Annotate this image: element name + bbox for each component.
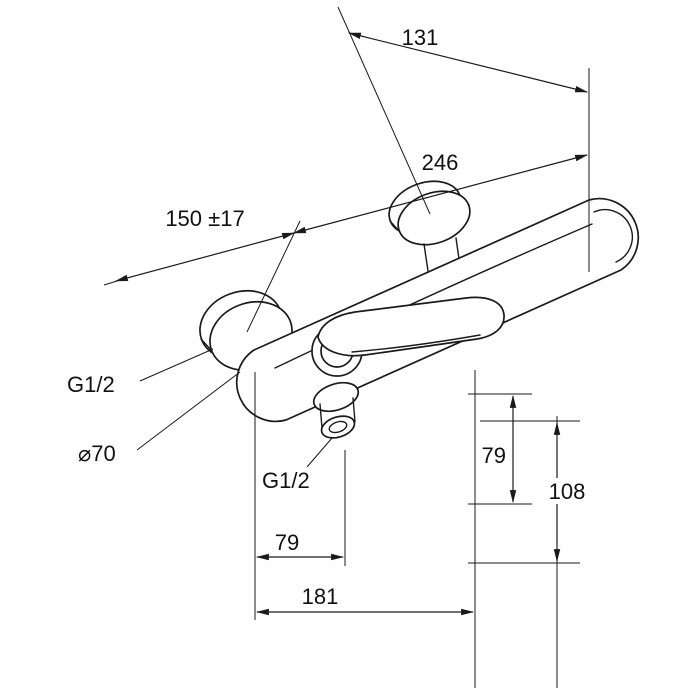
leader-diameter <box>136 371 241 451</box>
dim-label-79-vertical: 79 <box>482 443 506 468</box>
leader-thread-outlet <box>306 437 333 468</box>
outlet-spout <box>312 381 360 439</box>
dim-label-79-horizontal: 79 <box>275 530 299 555</box>
leader-lines <box>136 348 333 468</box>
dimension-labels: 131 246 150 ±17 G1/2 ⌀70 G1/2 79 108 79 … <box>67 25 592 609</box>
escutcheon-lower-edge-left <box>200 338 212 351</box>
dim-label-181: 181 <box>302 584 339 609</box>
outlet-side-left <box>319 403 323 429</box>
outlet-side-right <box>352 397 356 423</box>
dim-line-131 <box>347 32 589 93</box>
dim-label-150: 150 ±17 <box>165 206 244 231</box>
label-108-backing <box>543 478 592 504</box>
dim-line-246 <box>292 154 589 234</box>
lever-handle <box>317 296 505 357</box>
ext-wall-overshoot <box>103 280 118 286</box>
dim-label-246: 246 <box>422 150 459 175</box>
dim-label-131: 131 <box>402 25 439 50</box>
outlet-end-face <box>320 415 356 439</box>
dim-line-150 <box>114 232 296 282</box>
spout-tip-edge <box>593 209 633 263</box>
outlet-collar <box>312 381 360 413</box>
label-diameter-70: ⌀70 <box>78 441 116 466</box>
label-thread-wall: G1/2 <box>67 372 115 397</box>
leader-thread-wall <box>139 348 214 382</box>
lever-handle-thickness-line <box>351 334 481 353</box>
dim-label-108: 108 <box>549 479 586 504</box>
outlet-thread-bore <box>328 420 348 434</box>
upper-pipe-right <box>455 237 460 260</box>
upper-pipe-left <box>423 243 429 272</box>
handle-assembly <box>311 296 505 377</box>
dimension-lines <box>114 32 589 616</box>
label-thread-outlet: G1/2 <box>262 468 310 493</box>
